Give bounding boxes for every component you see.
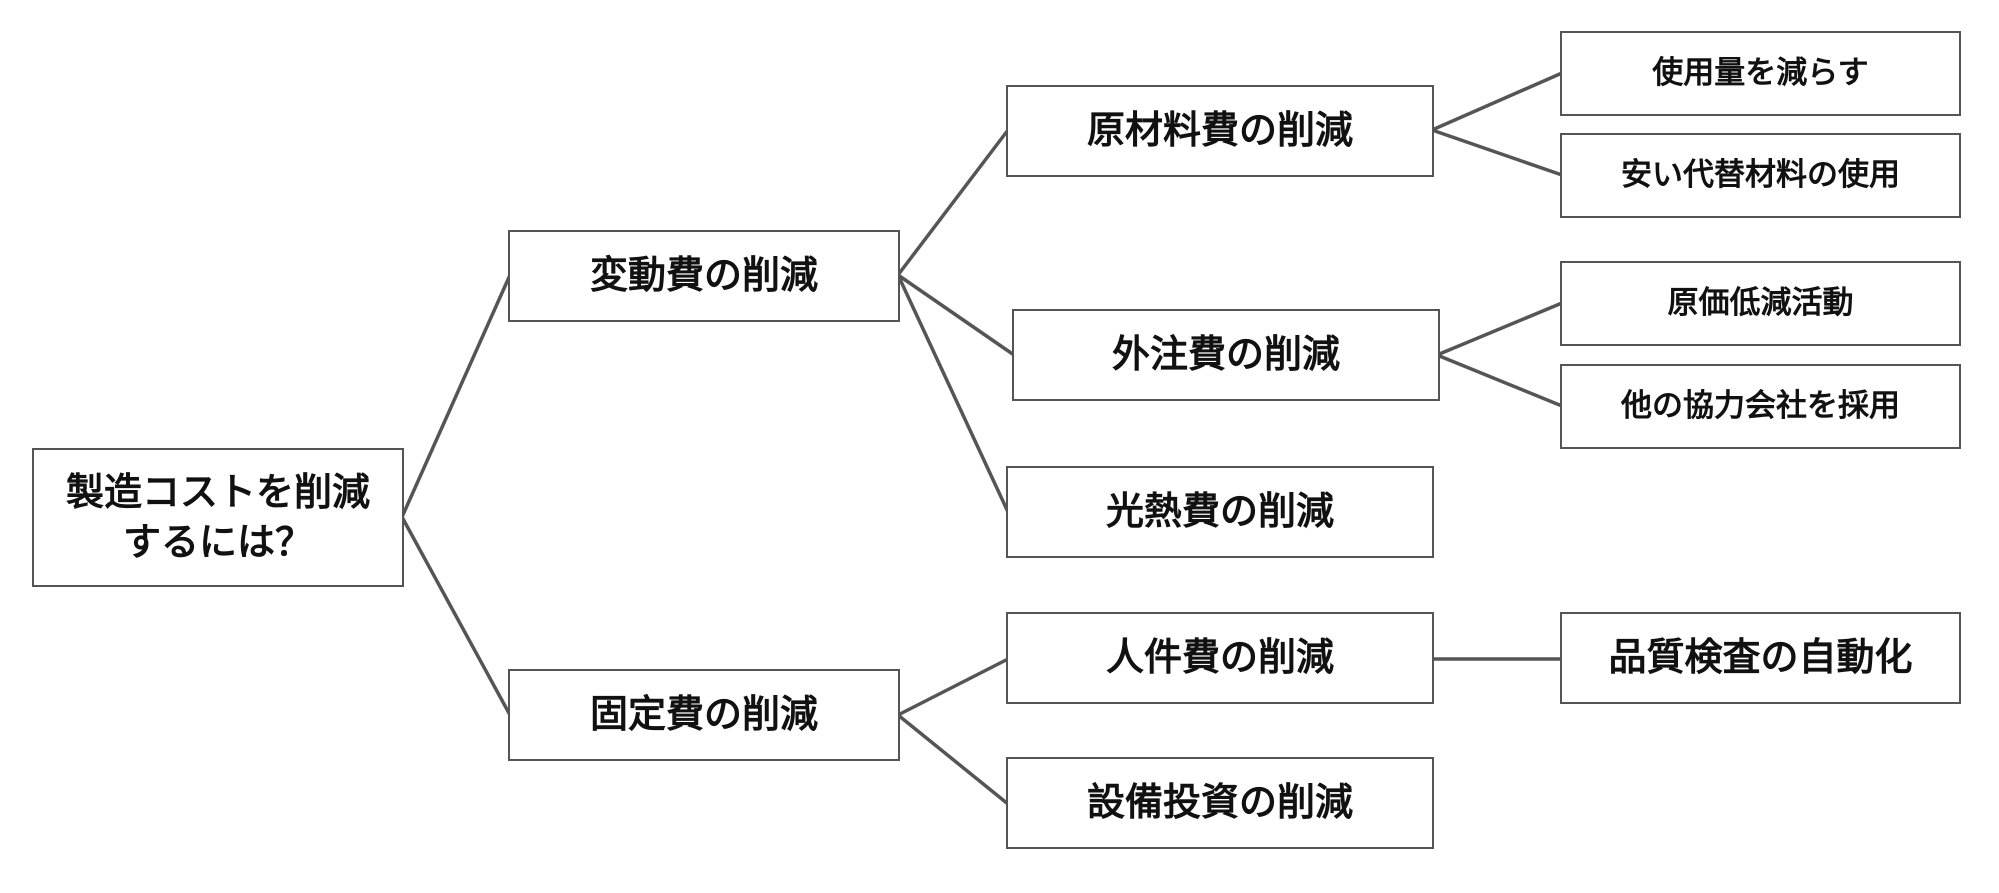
edge-fixed-labor xyxy=(897,657,1009,717)
edge-root-fixed xyxy=(400,516,512,716)
edge-materials-alt xyxy=(1431,128,1563,177)
edge-outsourcing-partner xyxy=(1436,353,1563,408)
auto-inspection-node: 品質検査の自動化 xyxy=(1560,612,1961,704)
labor-node: 人件費の削減 xyxy=(1006,612,1434,704)
edge-variable-outsourcing xyxy=(897,273,1015,357)
utilities-node: 光熱費の削減 xyxy=(1006,466,1434,558)
variable-cost-node: 変動費の削減 xyxy=(508,230,900,322)
root-node: 製造コストを削減 するには？ xyxy=(32,448,404,587)
edge-variable-utilities xyxy=(896,274,1010,513)
other-partner-node: 他の協力会社を採用 xyxy=(1560,364,1961,449)
equipment-node: 設備投資の削減 xyxy=(1006,757,1434,849)
materials-node: 原材料費の削減 xyxy=(1006,85,1434,177)
cheap-alternative-node: 安い代替材料の使用 xyxy=(1560,133,1961,218)
reduce-usage-node: 使用量を減らす xyxy=(1560,31,1961,116)
outsourcing-node: 外注費の削減 xyxy=(1012,309,1440,401)
edge-variable-materials xyxy=(896,128,1010,277)
edge-outsourcing-costdown xyxy=(1436,301,1563,357)
edge-materials-reduce xyxy=(1431,71,1563,132)
fixed-cost-node: 固定費の削減 xyxy=(508,669,900,761)
edge-fixed-equipment xyxy=(896,713,1010,806)
cost-down-activity-node: 原価低減活動 xyxy=(1560,261,1961,346)
edge-root-variable xyxy=(400,274,512,518)
